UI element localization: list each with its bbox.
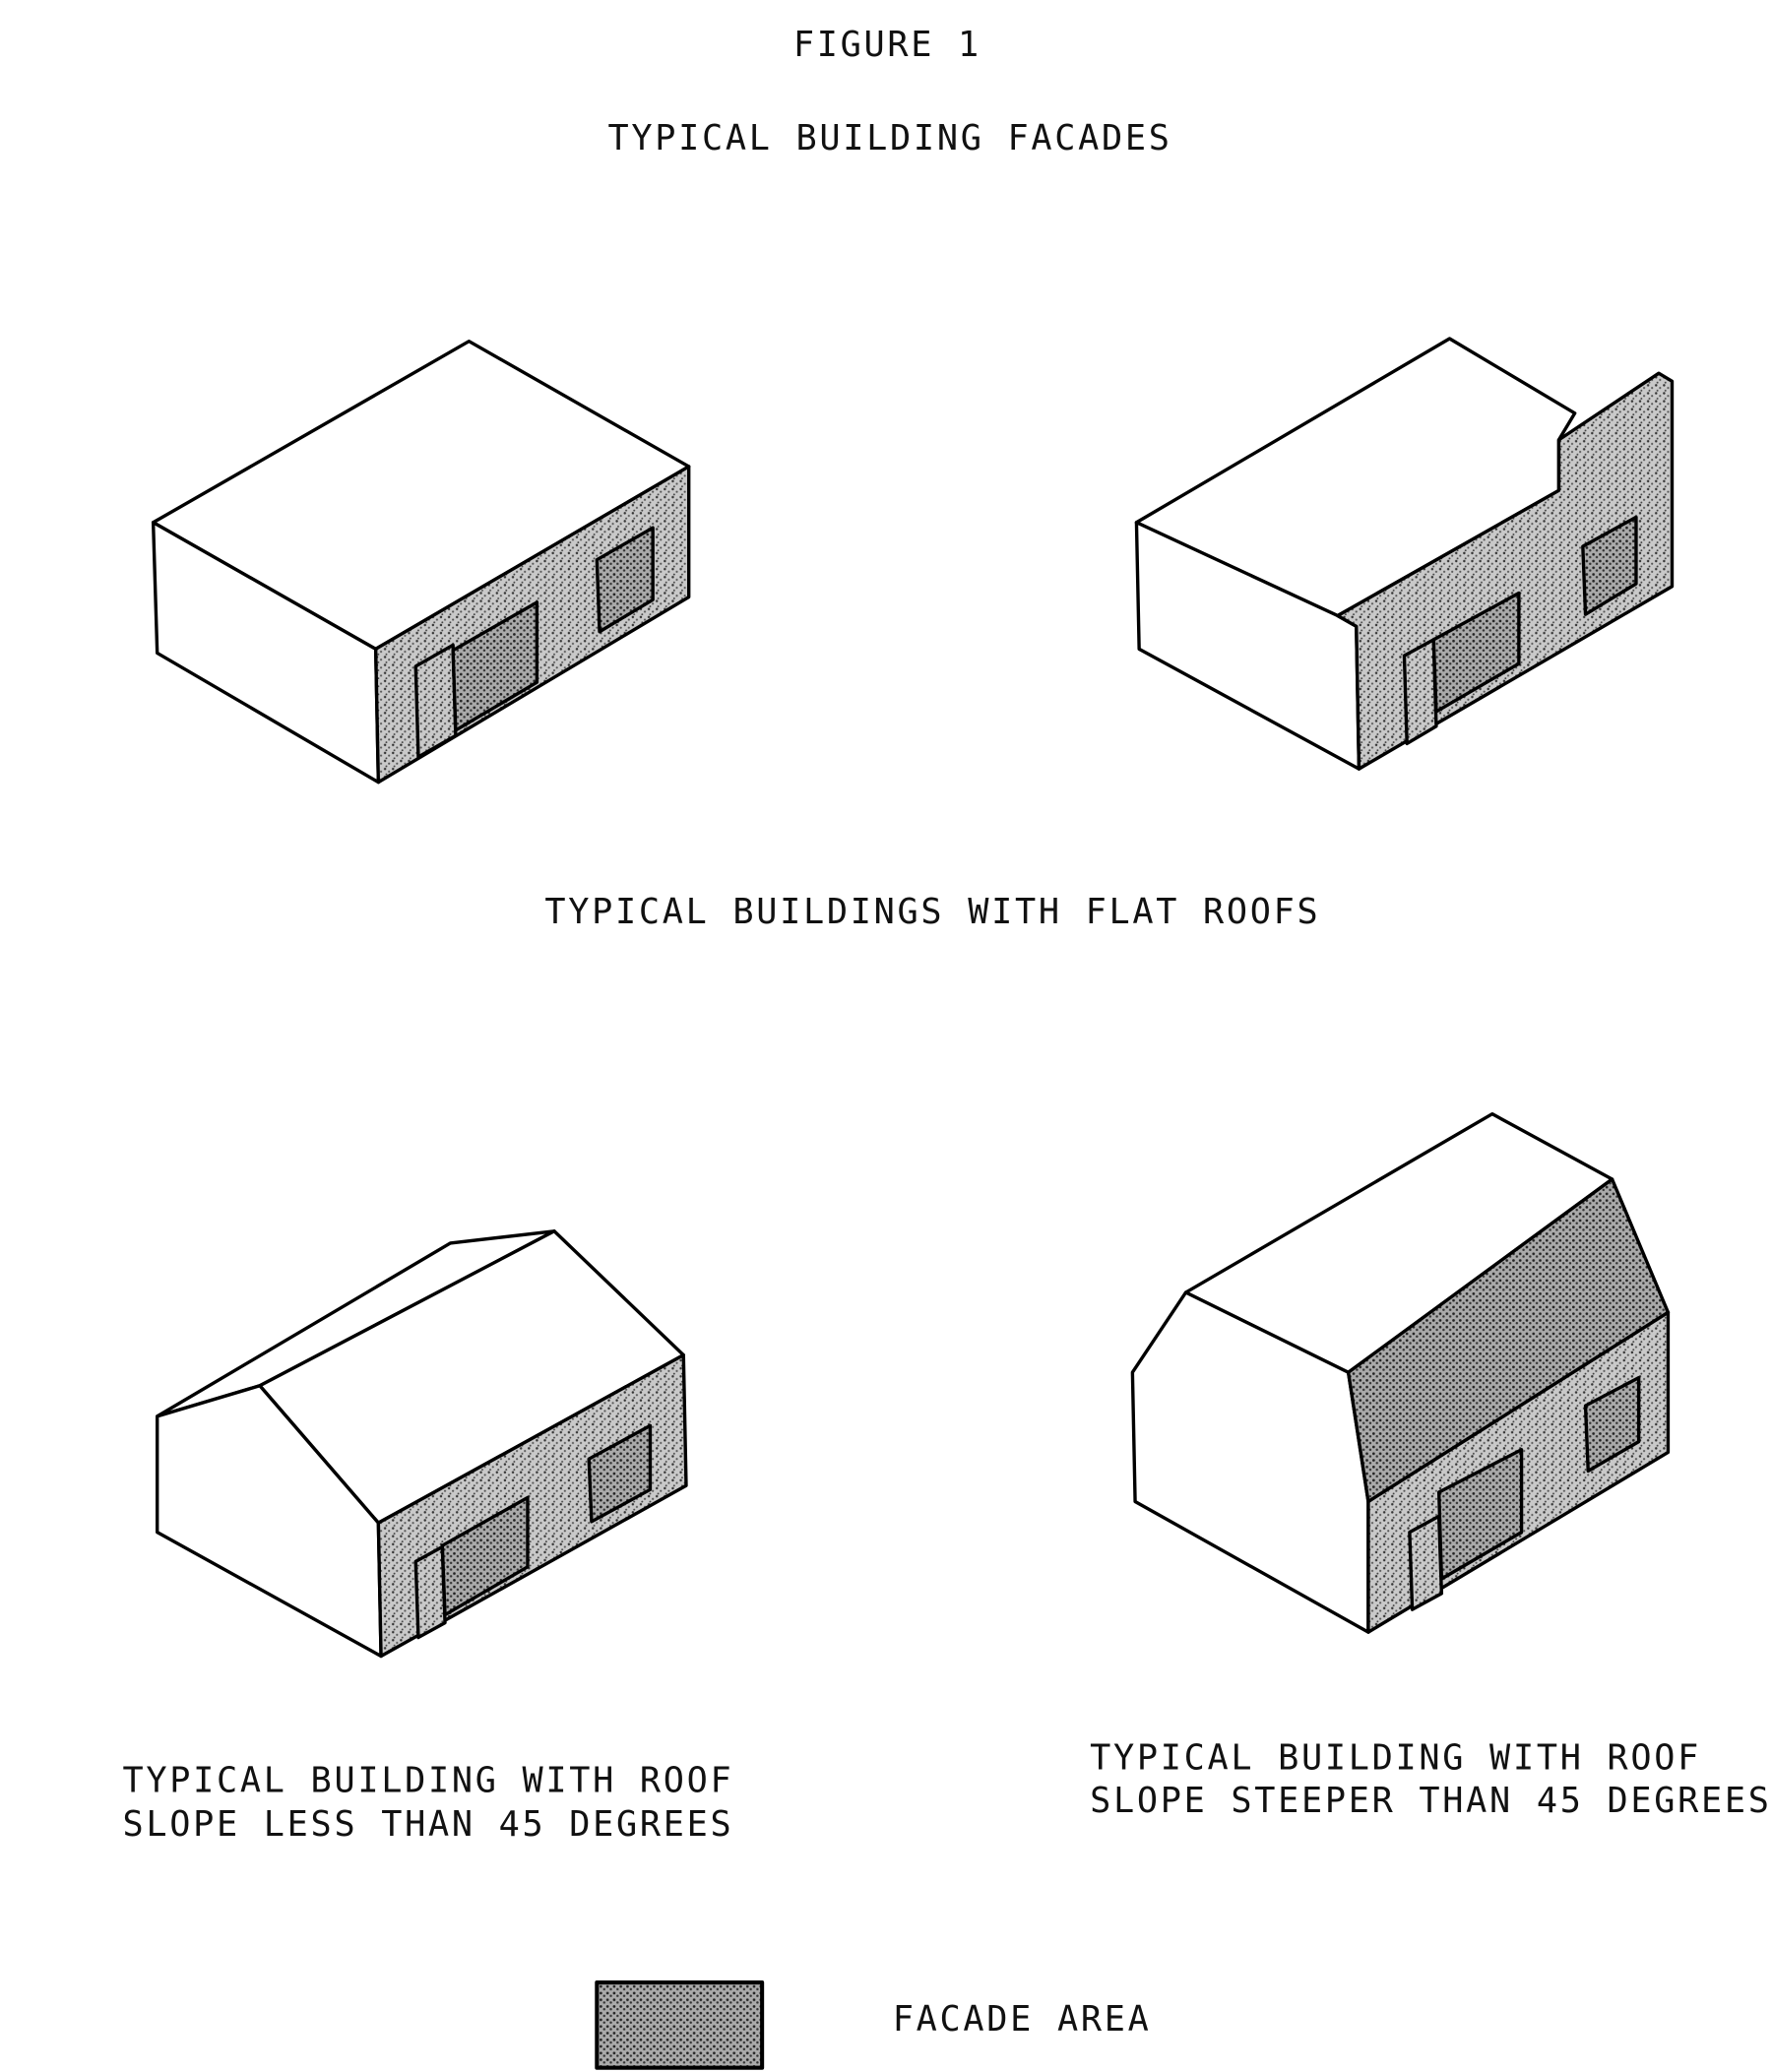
- door: [413, 643, 458, 759]
- window: [1581, 515, 1638, 616]
- window: [451, 600, 539, 732]
- flat-roof-building-2: [1134, 337, 1675, 771]
- window: [1583, 1375, 1641, 1474]
- low-slope-caption-line-2: SLOPE LESS THAN 45 DEGREES: [123, 1804, 734, 1845]
- figure-label: FIGURE 1: [793, 25, 981, 65]
- window: [587, 1423, 653, 1524]
- low-slope-roof-building: [156, 1229, 688, 1659]
- figure-title: TYPICAL BUILDING FACADES: [607, 118, 1171, 158]
- window: [440, 1495, 530, 1617]
- window: [595, 526, 655, 634]
- flat-roof-building-1: [151, 340, 691, 785]
- low-slope-caption-line-1: TYPICAL BUILDING WITH ROOF: [123, 1761, 734, 1801]
- door: [413, 1544, 447, 1640]
- legend-swatch: [595, 1980, 765, 2070]
- window: [1436, 1448, 1524, 1581]
- door: [1402, 638, 1438, 746]
- steep-slope-caption-line-1: TYPICAL BUILDING WITH ROOF: [1090, 1738, 1701, 1779]
- steep-slope-caption-line-2: SLOPE STEEPER THAN 45 DEGREES: [1090, 1781, 1772, 1821]
- steep-roof-building: [1130, 1111, 1671, 1634]
- door: [1408, 1514, 1444, 1611]
- legend-label: FACADE AREA: [893, 1999, 1152, 2040]
- flat-roofs-caption: TYPICAL BUILDINGS WITH FLAT ROOFS: [544, 892, 1320, 932]
- window: [1431, 591, 1521, 714]
